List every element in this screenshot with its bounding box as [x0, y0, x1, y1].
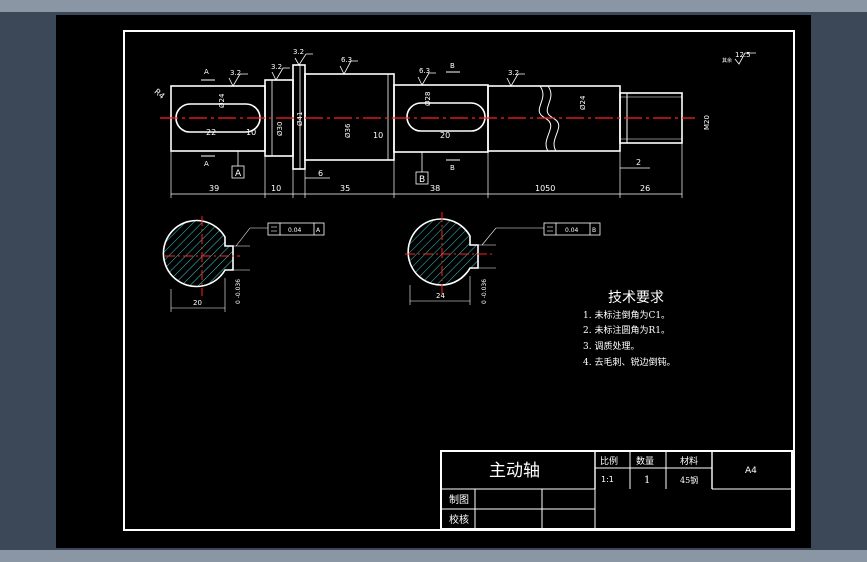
- svg-text:3.2: 3.2: [230, 69, 241, 77]
- svg-text:3.2: 3.2: [508, 69, 519, 77]
- svg-text:0 -0.036: 0 -0.036: [481, 279, 488, 304]
- svg-text:6.3: 6.3: [419, 67, 430, 75]
- svg-text:Ø41: Ø41: [296, 112, 304, 126]
- title-block-text: 主动轴 比例 数量 材料 1:1 1 45钢 A4 制图 校核: [449, 455, 757, 526]
- svg-text:Ø30: Ø30: [276, 122, 284, 136]
- drawing-title: 主动轴: [489, 461, 540, 481]
- svg-text:3. 调质处理。: 3. 调质处理。: [583, 340, 639, 352]
- datum-boxes: A B: [231, 151, 429, 185]
- svg-text:Ø36: Ø36: [344, 123, 352, 138]
- svg-text:24: 24: [436, 292, 445, 300]
- section-b-view: 24 0 -0.036 0.04 B: [405, 212, 601, 305]
- svg-text:3.2: 3.2: [293, 48, 304, 56]
- length-dimension-labels: 39 10 6 35 38 1050 26 2 22 10 20 10 R4: [152, 87, 650, 193]
- svg-text:B: B: [592, 227, 596, 234]
- dim-35: 35: [340, 184, 350, 193]
- svg-text:0 -0.036: 0 -0.036: [235, 279, 242, 304]
- dim-1050: 1050: [535, 184, 555, 193]
- svg-text:0.04: 0.04: [288, 227, 302, 234]
- svg-text:0.04: 0.04: [565, 227, 579, 234]
- svg-text:3.2: 3.2: [271, 63, 282, 71]
- svg-text:20: 20: [193, 299, 202, 307]
- tech-requirements-heading: 技术要求: [608, 290, 664, 306]
- dim-keyway-right-off: 10: [373, 131, 383, 140]
- checked-label: 校核: [449, 513, 469, 526]
- scale-label: 比例: [600, 455, 618, 467]
- svg-text:A: A: [316, 227, 321, 234]
- svg-text:12.5: 12.5: [735, 51, 751, 59]
- qty-value: 1: [644, 475, 650, 486]
- diameter-labels: Ø24 Ø30 Ø41 Ø36 Ø28 Ø24 M20: [218, 92, 711, 138]
- section-marks: A A B B: [201, 62, 460, 172]
- qty-label: 数量: [636, 455, 654, 467]
- svg-text:1. 未标注倒角为C1。: 1. 未标注倒角为C1。: [583, 309, 670, 321]
- svg-text:B: B: [419, 175, 425, 185]
- dim-keyway-left-off: 10: [246, 128, 256, 137]
- svg-text:Ø24: Ø24: [218, 93, 226, 108]
- title-block: [440, 450, 793, 530]
- svg-text:A: A: [204, 68, 209, 76]
- dim-10: 10: [271, 184, 281, 193]
- length-dimensions: [170, 143, 683, 198]
- drawn-label: 制图: [449, 493, 469, 506]
- dim-26: 26: [640, 184, 650, 193]
- sheet-size: A4: [745, 466, 757, 476]
- svg-text:4. 去毛刺、锐边倒钝。: 4. 去毛刺、锐边倒钝。: [583, 356, 675, 368]
- dim-chamfer: 2: [636, 158, 641, 167]
- svg-text:B: B: [450, 164, 455, 172]
- dim-6: 6: [318, 169, 323, 178]
- svg-text:A: A: [204, 160, 209, 168]
- dim-keyway-right-len: 20: [440, 131, 450, 140]
- svg-text:其余: 其余: [722, 57, 732, 64]
- dim-39: 39: [209, 184, 219, 193]
- general-roughness-symbol: 其余 12.5: [722, 51, 756, 65]
- material-value: 45钢: [680, 475, 698, 485]
- svg-text:Ø28: Ø28: [424, 92, 432, 106]
- dim-keyway-left-len: 22: [206, 128, 216, 137]
- svg-text:6.3: 6.3: [341, 56, 352, 64]
- svg-text:Ø24: Ø24: [579, 95, 587, 110]
- svg-text:2. 未标注圆角为R1。: 2. 未标注圆角为R1。: [583, 324, 670, 336]
- material-label: 材料: [680, 455, 698, 467]
- tech-requirements: 技术要求 1. 未标注倒角为C1。 2. 未标注圆角为R1。 3. 调质处理。 …: [583, 290, 675, 368]
- svg-text:M20: M20: [703, 115, 711, 130]
- svg-text:B: B: [450, 62, 455, 70]
- roughness-marks: 3.2 3.2 3.2 6.3 6.3 3.2: [228, 48, 525, 87]
- section-a-view: 20 0 -0.036 0.04 A: [162, 216, 325, 312]
- svg-text:A: A: [235, 169, 242, 179]
- scale-value: 1:1: [601, 475, 614, 484]
- dim-38: 38: [430, 184, 440, 193]
